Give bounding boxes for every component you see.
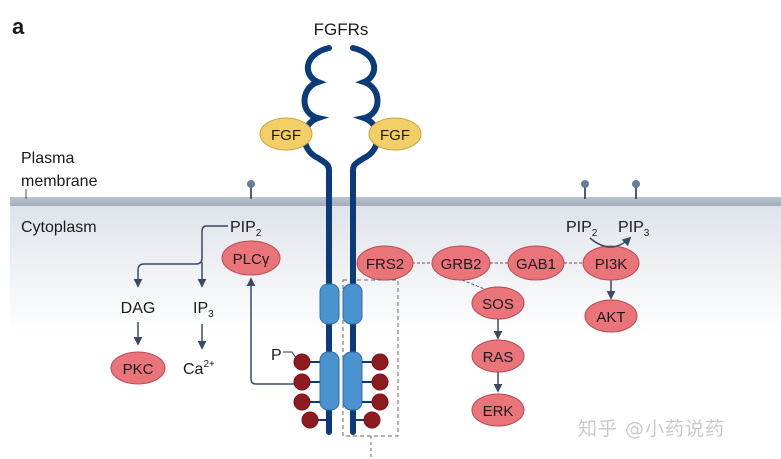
fgf-ligand-right-label: FGF (380, 127, 410, 144)
phosphate-label-leader (283, 351, 297, 359)
fgf-ligand-left-label: FGF (271, 127, 301, 144)
phosphate-groups-left (293, 353, 326, 429)
phosphate-dot (301, 411, 319, 429)
gab1-node (507, 245, 565, 281)
kinase-domain-left-lower (319, 351, 340, 411)
phosphate-dot (293, 353, 311, 371)
akt-node (584, 299, 638, 333)
membrane-lipid-right-2 (632, 180, 640, 199)
plcg-node (221, 240, 281, 276)
calcium-label: Ca2+ (183, 359, 215, 378)
pkc-label: PKC (123, 361, 154, 378)
membrane-label-line2: membrane (21, 173, 98, 190)
phosphate-dot (371, 373, 389, 391)
pi3k-label: PI3K (595, 256, 628, 273)
pip2-right-label: PIP2 (566, 219, 598, 239)
dag-label: DAG (121, 300, 156, 317)
cytoplasm-label: Cytoplasm (21, 219, 97, 236)
fgf-ligand-right (368, 117, 422, 151)
phosphate-dot (363, 411, 381, 429)
panel-label: a (12, 14, 25, 39)
pip2-left-label: PIP2 (230, 219, 262, 239)
phosphate-dot (293, 373, 311, 391)
receptor-chain-right (350, 45, 381, 435)
phosphate-dot (293, 393, 311, 411)
arrow-pip2-to-dag (133, 225, 228, 288)
kinase-domain-right-lower (342, 351, 363, 411)
pip3-right-label: PIP3 (618, 219, 650, 239)
frs2-node (356, 245, 414, 281)
receptor-label: FGFRs (314, 20, 369, 39)
phosphate-groups-right (356, 353, 389, 429)
phosphate-dot (371, 353, 389, 371)
membrane-lipid-right-1 (581, 180, 589, 199)
sos-label: SOS (482, 296, 514, 313)
frs2-label: FRS2 (366, 256, 404, 273)
plcg-label: PLCγ (233, 251, 270, 268)
akt-label: AKT (596, 309, 625, 326)
pkc-node (110, 351, 166, 385)
grb2-label: GRB2 (441, 256, 482, 273)
arrow-pip2-to-pip3 (589, 236, 632, 248)
watermark: 知乎 @小药说药 (578, 418, 726, 440)
ras-label: RAS (483, 349, 514, 366)
phosphate-label: P (271, 347, 282, 364)
membrane-label-line1: Plasma (21, 150, 74, 167)
phosphate-dot (371, 393, 389, 411)
erk-node (471, 393, 525, 427)
gab1-label: GAB1 (516, 256, 556, 273)
plasma-membrane (10, 197, 781, 206)
kinase-domain-left-upper (319, 283, 340, 325)
fgf-ligand-left (259, 117, 313, 151)
erk-label: ERK (483, 403, 514, 420)
receptor-chain-left (301, 45, 332, 435)
arrow-receptor-to-plcg (246, 277, 294, 385)
membrane-lipid-left (247, 180, 255, 199)
grb2-node (431, 245, 491, 281)
ip3-label: IP3 (193, 300, 214, 320)
kinase-domain-right-upper (342, 283, 363, 325)
